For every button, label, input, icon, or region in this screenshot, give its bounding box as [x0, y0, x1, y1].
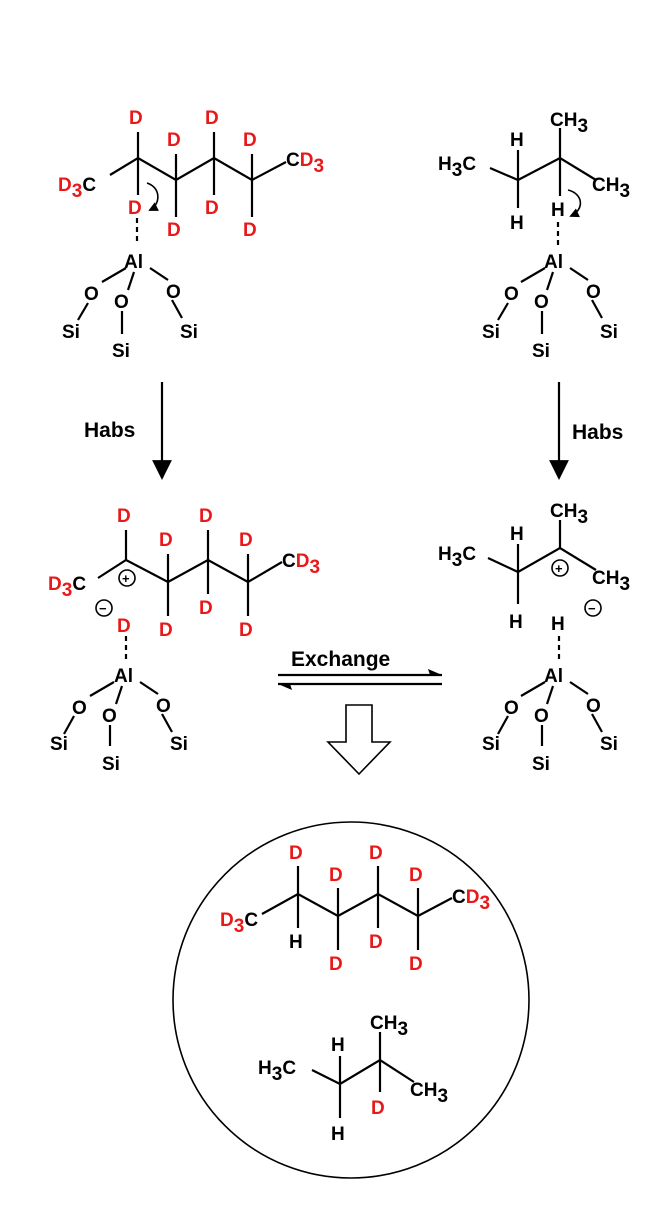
hydride-charge: − [588, 601, 596, 616]
hydrogen-label: H [331, 1035, 345, 1056]
alumina-site: Al O O O Si Si Si [62, 252, 198, 362]
exchange-label: Exchange [291, 648, 390, 671]
cd3-group: CD3 [286, 150, 324, 177]
h3c-group: H3C [438, 544, 476, 571]
isobutyl-carbocation-intermediate: + − CH3 H3C CH3 H H H [438, 501, 630, 660]
isobutane-adsorbed: CH3 H3C CH3 H H H [438, 110, 630, 246]
alumina-site: Al O O O Si Si Si [50, 666, 188, 775]
exchange-equilibrium-arrow [278, 669, 442, 690]
silicon-label: Si [600, 734, 618, 755]
oxygen-label: O [156, 696, 171, 717]
oxygen-label: O [72, 698, 87, 719]
habs-label-left: Habs [84, 419, 135, 442]
product-deuterated-isobutane: CH3 H3C CH3 H H D [258, 1013, 448, 1145]
deuterium-label: D [243, 130, 257, 151]
products-circle [172, 821, 530, 1179]
alumina-site: Al O O O Si Si Si [482, 252, 618, 362]
h3c-group: H3C [258, 1058, 296, 1085]
hydride-label: H [551, 614, 565, 635]
alumina-site: Al O O O Si Si Si [482, 666, 618, 775]
deuterium-label: D [199, 598, 213, 619]
silicon-label: Si [532, 754, 550, 775]
hydrogen-label: H [510, 130, 524, 151]
hydrogen-label: H [509, 612, 523, 633]
silicon-label: Si [62, 322, 80, 343]
ch3-group: CH3 [592, 175, 630, 202]
silicon-label: Si [102, 754, 120, 775]
deuterium-label: D [329, 865, 343, 886]
aluminum-label: Al [544, 252, 563, 273]
deuterium-label: D [128, 198, 142, 219]
open-down-arrow [326, 704, 392, 776]
oxygen-label: O [114, 292, 129, 313]
silicon-label: Si [482, 734, 500, 755]
deuterium-label: D [239, 530, 253, 551]
aluminum-label: Al [124, 252, 143, 273]
hydrogen-label: H [331, 1124, 345, 1145]
deuterium-label: D [239, 620, 253, 641]
ch3-group: CH3 [592, 568, 630, 595]
habs-label-right: Habs [572, 421, 623, 444]
d3c-group: D3C [58, 175, 96, 202]
deuterium-label: D [129, 108, 143, 129]
deuterium-label: D [409, 865, 423, 886]
ch3-group: CH3 [550, 110, 588, 137]
aluminum-label: Al [114, 666, 133, 687]
deuterium-label: D [159, 620, 173, 641]
silicon-label: Si [170, 734, 188, 755]
deuterium-label: D [289, 843, 303, 864]
deuterium-label: D [117, 616, 131, 637]
deuterium-label: D [243, 220, 257, 241]
aluminum-label: Al [544, 666, 563, 687]
ch3-group: CH3 [550, 501, 588, 528]
hydrogen-label: H [510, 213, 524, 234]
oxygen-label: O [504, 284, 519, 305]
d3c-group: D3C [220, 910, 258, 937]
hydrogen-label: H [551, 200, 565, 221]
oxygen-label: O [534, 292, 549, 313]
deuterium-label: D [159, 530, 173, 551]
deuterated-alkane-adsorbed: D3C D D D D D D D D CD3 [58, 108, 324, 244]
anion-charge: − [99, 601, 107, 616]
silicon-label: Si [600, 322, 618, 343]
silicon-label: Si [532, 341, 550, 362]
product-partially-deuterated-alkane: D3C D D D D H D D D CD3 [220, 843, 490, 975]
deuterium-label: D [167, 220, 181, 241]
silicon-label: Si [112, 341, 130, 362]
oxygen-label: O [504, 698, 519, 719]
deuterium-label: D [117, 506, 131, 527]
d3c-group: D3C [48, 574, 86, 601]
exchanged-deuterium-label: D [371, 1098, 385, 1119]
deuterium-label: D [167, 130, 181, 151]
carbocation-charge: + [555, 561, 563, 576]
deuterium-label: D [329, 954, 343, 975]
silicon-label: Si [180, 322, 198, 343]
exchanged-hydrogen-label: H [289, 932, 303, 953]
oxygen-label: O [586, 696, 601, 717]
hydrogen-label: H [510, 524, 524, 545]
silicon-label: Si [50, 734, 68, 755]
h3c-group: H3C [438, 154, 476, 181]
deuterated-carbocation-intermediate: + − D3C D D D D D D D D CD3 [48, 506, 320, 660]
cd3-group: CD3 [452, 887, 490, 914]
deuterium-label: D [409, 954, 423, 975]
oxygen-label: O [166, 282, 181, 303]
deuterium-label: D [205, 198, 219, 219]
deuterium-label: D [369, 932, 383, 953]
silicon-label: Si [482, 322, 500, 343]
oxygen-label: O [534, 706, 549, 727]
carbocation-charge: + [122, 571, 130, 586]
oxygen-label: O [102, 706, 117, 727]
oxygen-label: O [84, 284, 99, 305]
ch3-group: CH3 [370, 1013, 408, 1040]
deuterium-label: D [199, 506, 213, 527]
cd3-group: CD3 [282, 551, 320, 578]
oxygen-label: O [586, 282, 601, 303]
ch3-group: CH3 [410, 1080, 448, 1107]
deuterium-label: D [369, 843, 383, 864]
deuterium-label: D [205, 108, 219, 129]
